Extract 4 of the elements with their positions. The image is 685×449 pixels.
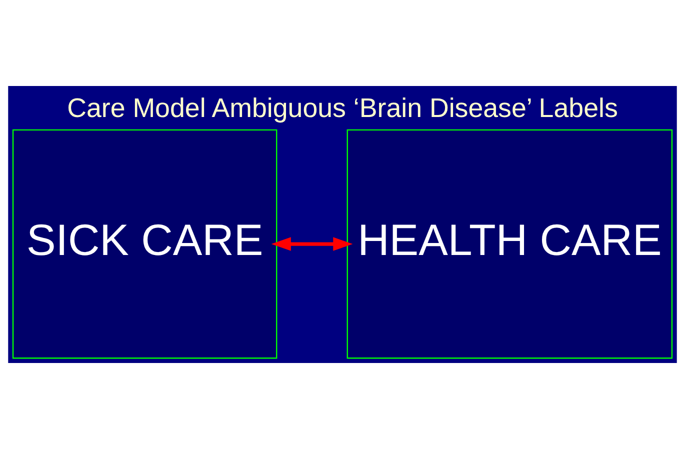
node-box: HEALTH CARE — [346, 129, 673, 359]
diagram-title: Care Model Ambiguous ‘Brain Disease’ Labels — [67, 93, 618, 124]
node-box: SICK CARE — [12, 129, 278, 359]
arrow — [271, 237, 353, 251]
